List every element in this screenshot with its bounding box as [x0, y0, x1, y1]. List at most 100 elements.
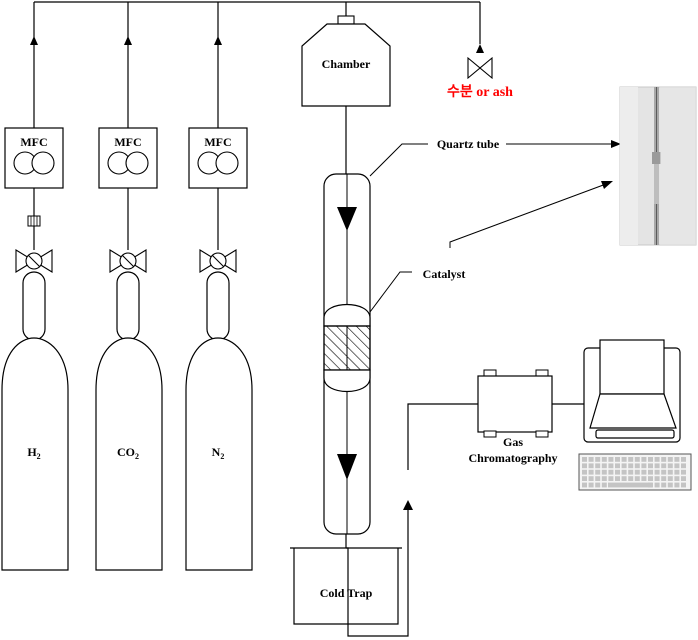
keyboard-key	[681, 463, 686, 469]
keyboard-key	[641, 463, 647, 469]
keyboard-key	[641, 469, 647, 475]
keyboard-key	[681, 457, 686, 462]
keyboard-key	[654, 463, 660, 469]
gas-line-hydrogen: MFC H2	[1, 127, 69, 571]
keyboard-key	[661, 463, 667, 469]
flow-arrow-icon	[403, 500, 413, 510]
keyboard-key	[621, 469, 627, 475]
keyboard-spacebar	[608, 482, 652, 488]
keyboard-key	[628, 463, 634, 469]
leader-lines	[369, 143, 612, 313]
cylinder-valve-icon	[15, 249, 53, 273]
keyboard-key	[582, 463, 587, 469]
keyboard-key	[615, 476, 620, 481]
flow-arrow-icon	[337, 207, 357, 231]
cold-trap: Cold Trap	[290, 547, 402, 625]
gc-label-line1: Gas	[503, 435, 523, 449]
gas-line-carbon-dioxide: MFC CO2	[95, 127, 163, 571]
cylinder-label: CO2	[117, 445, 139, 461]
keyboard-key	[621, 476, 627, 481]
keyboard-key	[595, 457, 601, 462]
keyboard-key	[595, 476, 601, 481]
keyboard-key	[648, 469, 653, 475]
keyboard-icon	[578, 453, 692, 491]
keyboard-key	[588, 476, 594, 481]
keyboard-key	[588, 463, 594, 469]
arrow-head-icon	[601, 181, 613, 189]
keyboard-key	[601, 457, 607, 462]
keyboard-key	[667, 482, 673, 488]
keyboard-key	[601, 463, 607, 469]
mfc-label: MFC	[204, 135, 231, 149]
cold-trap-label: Cold Trap	[320, 586, 373, 600]
chamber-label: Chamber	[322, 57, 371, 71]
keyboard-key	[628, 469, 634, 475]
keyboard-key	[595, 482, 601, 488]
keyboard-key	[608, 469, 614, 475]
keyboard-key	[634, 469, 640, 475]
keyboard-key	[615, 469, 620, 475]
chamber: Chamber	[301, 15, 391, 107]
gc-label-line2: Chromatography	[468, 451, 557, 465]
mfc-box: MFC	[188, 127, 248, 189]
mfc-label: MFC	[114, 135, 141, 149]
cylinder-label: N2	[212, 445, 225, 461]
keyboard-key	[681, 476, 686, 481]
keyboard-key	[634, 476, 640, 481]
keyboard-key	[648, 457, 653, 462]
mfc-label: MFC	[20, 135, 47, 149]
flow-arrow-icon	[30, 36, 222, 45]
keyboard-key	[667, 469, 673, 475]
flow-arrow-icon	[337, 454, 357, 480]
cylinder-label: H2	[27, 445, 40, 461]
filter-icon	[27, 215, 41, 227]
keyboard-key	[588, 482, 594, 488]
keyboard-key	[681, 482, 686, 488]
keyboard-key	[667, 457, 673, 462]
keyboard-key	[674, 482, 680, 488]
keyboard-key	[582, 469, 587, 475]
keyboard-key	[615, 463, 620, 469]
keyboard-key	[641, 476, 647, 481]
cylinder-valve-icon	[109, 249, 147, 273]
keyboard-key	[595, 463, 601, 469]
keyboard-key	[621, 457, 627, 462]
keyboard-key	[628, 476, 634, 481]
keyboard-key	[674, 469, 680, 475]
keyboard-key	[601, 476, 607, 481]
keyboard-key	[634, 457, 640, 462]
keyboard-key	[634, 463, 640, 469]
keyboard-key	[648, 476, 653, 481]
gas-line-nitrogen: MFC N2	[185, 127, 253, 571]
gas-chromatograph: Gas Chromatography	[468, 369, 558, 465]
keyboard-key	[654, 469, 660, 475]
quartz-tube-label: Quartz tube	[437, 137, 500, 151]
quartz-tube-photo	[619, 86, 697, 246]
keyboard-key	[674, 463, 680, 469]
keyboard-key	[667, 463, 673, 469]
keyboard-key	[661, 469, 667, 475]
quartz-tube-reactor	[323, 106, 371, 548]
gas-cylinder: N2	[185, 271, 253, 571]
keyboard-key	[608, 463, 614, 469]
keyboard-key	[601, 469, 607, 475]
keyboard-key	[654, 476, 660, 481]
keyboard-key	[661, 482, 667, 488]
keyboard-key	[601, 482, 607, 488]
gas-manifold	[33, 1, 481, 128]
arrow-head-icon	[611, 140, 621, 148]
keyboard-key	[608, 457, 614, 462]
moisture-ash-label: 수분 or ash	[447, 84, 513, 100]
catalyst-label: Catalyst	[423, 267, 466, 281]
keyboard-key	[661, 457, 667, 462]
keyboard-key	[588, 469, 594, 475]
keyboard-key	[674, 457, 680, 462]
catalyst-bed	[323, 303, 371, 393]
keyboard-key	[582, 482, 587, 488]
keyboard-key	[621, 463, 627, 469]
computer-monitor-icon	[583, 339, 681, 443]
mfc-box: MFC	[4, 127, 64, 189]
keyboard-key	[608, 476, 614, 481]
keyboard-key	[628, 457, 634, 462]
